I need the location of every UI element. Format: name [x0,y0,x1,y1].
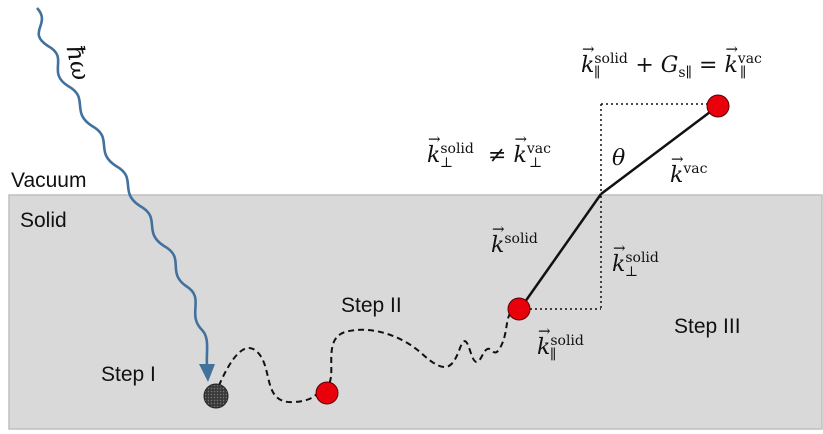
vacuum-label: Vacuum [11,169,87,192]
photon-wave [35,7,209,367]
k-solid-label: ksolid [491,222,538,257]
k-perp-solid-label: ksolid⊥ [612,241,666,279]
solid-region [8,194,823,430]
theta-label: θ [612,146,626,171]
perpendicular-momentum-relation: ksolid⊥ ≠ kvac⊥ [427,132,556,170]
momentum-conservation-equation: ksolid∥ + Gs∥ = kvac∥ [581,42,762,80]
step1-label: Step I [101,363,156,386]
step3-label: Step III [674,315,741,338]
k-solid-line [518,193,603,310]
photon-arrowhead [199,364,215,382]
scattered-electron [315,381,339,405]
electron-at-surface [507,297,531,321]
photoelectron-vacuum [706,94,730,118]
k-vac-line [600,105,719,195]
k-par-solid-label: ksolid∥ [537,324,584,362]
solid-label: Solid [20,209,67,232]
photon-energy-label: ħω [60,42,96,83]
initial-electron [203,383,229,409]
electron-scatter-path [214,309,513,404]
step2-label: Step II [341,294,402,317]
k-vac-label: kvac [670,152,707,187]
